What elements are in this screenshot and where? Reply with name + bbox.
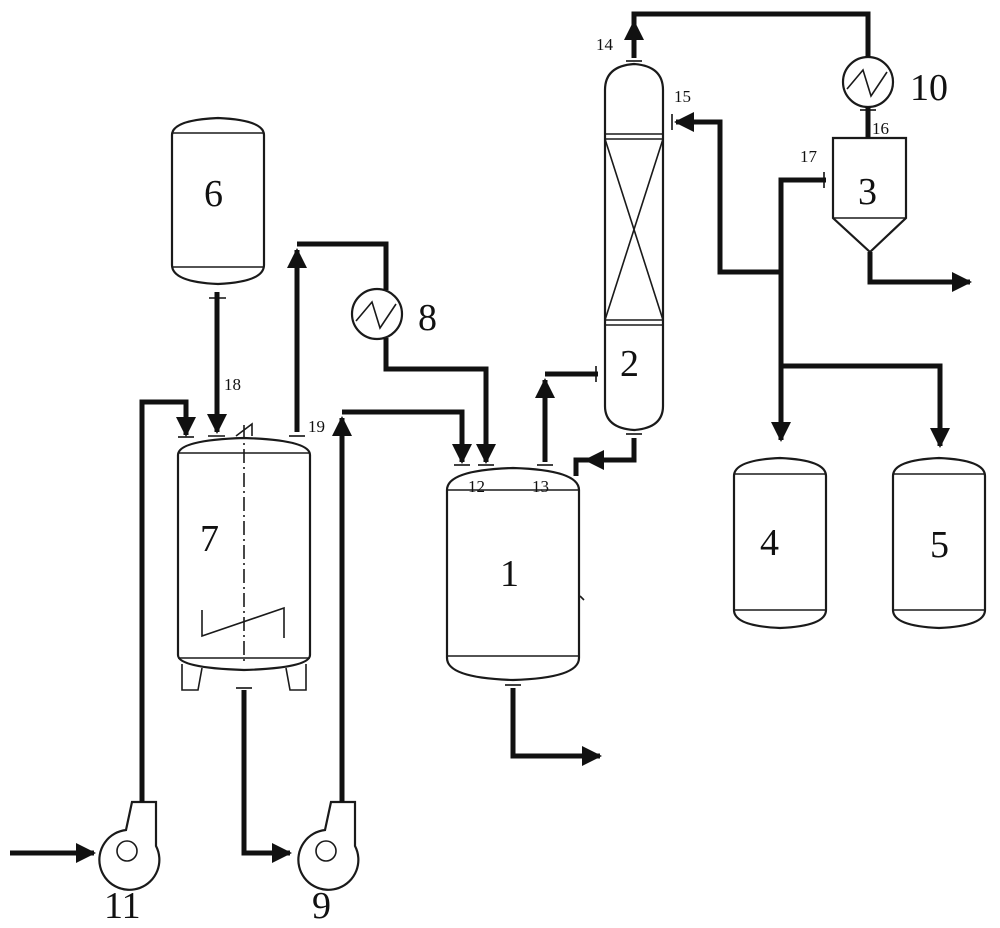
label-4: 4 [760,522,779,564]
port-15: 15 [674,87,691,106]
heat-exchanger-10: 10 [841,55,948,109]
port-19: 19 [308,417,325,436]
port-16: 16 [872,119,889,138]
separator-3: 3 [831,136,908,254]
pipes [10,11,972,863]
port-labels: 18 19 12 13 14 15 16 17 [224,35,889,496]
heat-exchanger-8: 8 [350,287,437,341]
label-1: 1 [500,553,519,595]
nozzle-marks [178,60,876,689]
tank-4: 4 [732,456,828,630]
port-17: 17 [800,147,818,166]
label-2: 2 [620,343,639,385]
port-13: 13 [532,477,549,496]
tank-5: 5 [891,456,987,630]
pump-9: 9 [297,800,360,927]
reactor-7: 7 [176,422,312,691]
pump-11: 11 [98,800,161,927]
label-7: 7 [200,518,219,560]
port-18: 18 [224,375,241,394]
label-9: 9 [312,885,331,927]
label-11: 11 [104,885,141,927]
label-6: 6 [204,173,223,215]
label-8: 8 [418,297,437,339]
tank-6: 6 [170,116,266,286]
label-10: 10 [910,67,948,109]
column-2: 2 [603,62,665,432]
port-14: 14 [596,35,614,54]
label-3: 3 [858,171,877,213]
port-12: 12 [468,477,485,496]
kettle-1: 1 [445,466,585,682]
label-5: 5 [930,524,949,566]
